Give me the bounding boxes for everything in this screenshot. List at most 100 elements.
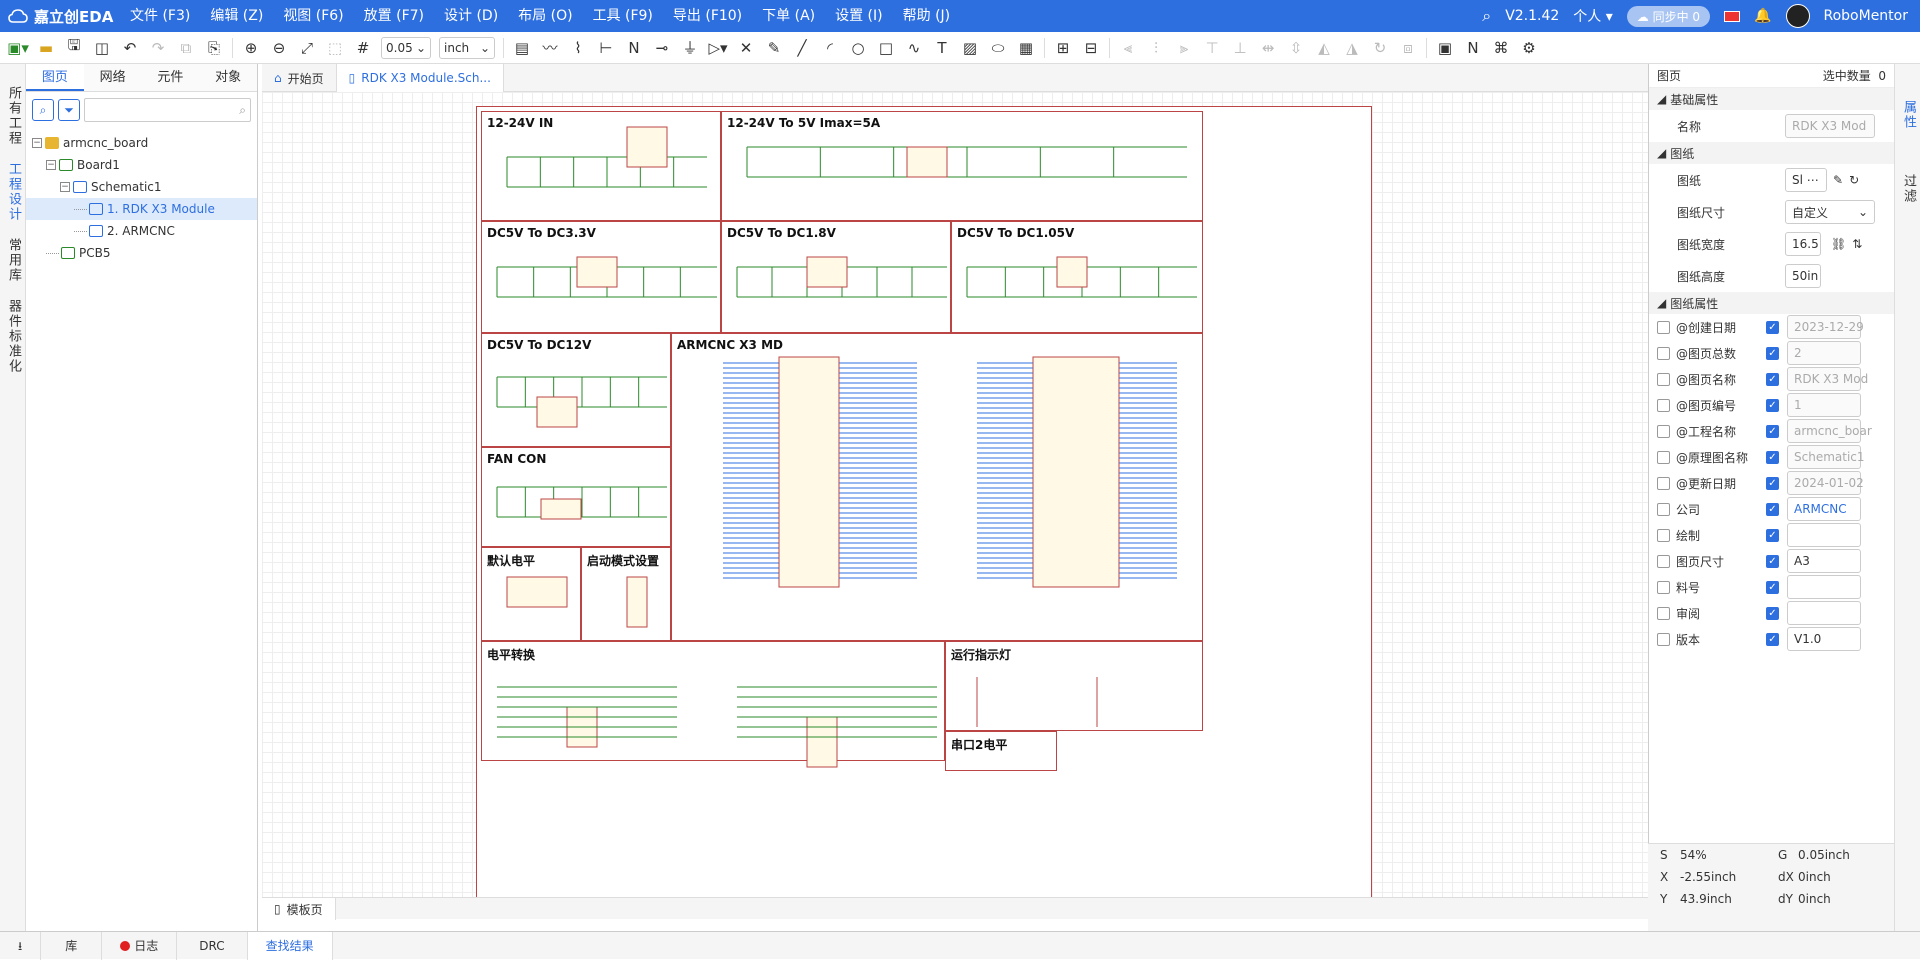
bus-icon[interactable]: ⌇	[574, 38, 582, 57]
search-icon[interactable]: ⌕	[1482, 6, 1492, 25]
link-icon[interactable]: ⛓	[1831, 237, 1847, 251]
show-checkbox[interactable]	[1657, 528, 1670, 542]
power-icon[interactable]: ⏚	[682, 39, 698, 57]
section-paper-props[interactable]: ◢图纸属性	[1649, 292, 1894, 314]
pin-icon[interactable]: ⭳	[0, 931, 42, 960]
tab-components[interactable]: 元件	[157, 70, 184, 85]
align-top-icon[interactable]: ⊤	[1205, 38, 1219, 57]
show-checkbox[interactable]	[1657, 372, 1670, 386]
visible-checkbox[interactable]: ✓	[1766, 346, 1779, 360]
menu-item-5[interactable]: 布局 (O)	[518, 8, 573, 24]
prop-value-field[interactable]: RDK X3 Mod	[1787, 367, 1868, 391]
menu-item-7[interactable]: 导出 (F10)	[672, 8, 743, 24]
component-icon[interactable]: ▤	[514, 38, 530, 57]
net-label-icon[interactable]: N	[628, 38, 640, 57]
align-middle-icon[interactable]: ⊥	[1233, 38, 1247, 57]
prop-value-field[interactable]: armcnc_boar	[1787, 419, 1872, 443]
chip-icon[interactable]: ⌘	[1493, 38, 1509, 57]
save-icon[interactable]: 🖫	[67, 36, 81, 54]
bezier-icon[interactable]: ∿	[907, 38, 921, 57]
prop-value-field[interactable]: 2024-01-02	[1787, 471, 1864, 495]
user-name[interactable]: RoboMentor	[1823, 8, 1909, 24]
show-checkbox[interactable]	[1657, 320, 1670, 334]
open-folder-icon[interactable]: ▬	[38, 38, 54, 57]
account-type-dropdown[interactable]: 个人 ▾	[1573, 9, 1613, 25]
tab-start-page[interactable]: ⌂开始页	[262, 64, 337, 92]
copy-format-icon[interactable]: ⧉	[180, 38, 192, 57]
visible-checkbox[interactable]: ✓	[1766, 450, 1779, 464]
tab-template-page[interactable]: ▯模板页	[262, 898, 336, 920]
prop-value-field[interactable]: V1.0	[1787, 627, 1861, 651]
rotate-icon[interactable]: ↻	[1373, 38, 1387, 57]
tab-all-projects[interactable]: 所有工程	[6, 86, 21, 146]
show-checkbox[interactable]	[1657, 606, 1670, 620]
flag-icon[interactable]	[1724, 10, 1741, 22]
bus-entry-icon[interactable]: ⊢	[599, 38, 613, 57]
show-checkbox[interactable]	[1657, 424, 1670, 438]
tree-item[interactable]: 2. ARMCNC	[26, 220, 257, 242]
prop-value-field[interactable]: A3	[1787, 549, 1861, 573]
schematic-canvas[interactable]: 12-24V IN 12-24V To 5V Imax=5A DC5V To D…	[262, 92, 1648, 906]
app-menu-icon[interactable]: ▣▾	[7, 38, 29, 57]
bring-front-icon[interactable]: ⧈	[1403, 38, 1413, 57]
collapse-icon[interactable]: −	[60, 182, 70, 192]
visible-checkbox[interactable]: ✓	[1766, 476, 1779, 490]
grid-icon[interactable]: #	[356, 38, 370, 57]
tab-objects[interactable]: 对象	[215, 70, 242, 85]
paper-size-select[interactable]: 自定义⌄	[1785, 200, 1875, 224]
visible-checkbox[interactable]: ✓	[1766, 398, 1779, 412]
show-checkbox[interactable]	[1657, 346, 1670, 360]
tree-item[interactable]: −Schematic1	[26, 176, 257, 198]
settings-gear-icon[interactable]: ⚙	[1522, 38, 1536, 57]
circle-icon[interactable]: ○	[851, 38, 865, 57]
tab-pages[interactable]: 图页	[26, 64, 84, 91]
tree-item[interactable]: −Board1	[26, 154, 257, 176]
prop-value-field[interactable]	[1787, 601, 1861, 625]
menu-item-9[interactable]: 设置 (I)	[835, 8, 883, 24]
visible-checkbox[interactable]: ✓	[1766, 528, 1779, 542]
notification-bell-icon[interactable]: 🔔	[1754, 8, 1772, 24]
menu-item-8[interactable]: 下单 (A)	[762, 8, 816, 24]
net-port-icon[interactable]: ▷▾	[708, 38, 728, 57]
text-icon[interactable]: T	[937, 38, 947, 57]
paper-width-field[interactable]: 16.5	[1785, 232, 1821, 256]
find-icon[interactable]: ⎘	[207, 38, 220, 57]
visible-checkbox[interactable]: ✓	[1766, 632, 1779, 646]
refresh-icon[interactable]: ↻	[1849, 173, 1860, 187]
visible-checkbox[interactable]: ✓	[1766, 554, 1779, 568]
menu-item-0[interactable]: 文件 (F3)	[130, 8, 191, 24]
show-checkbox[interactable]	[1657, 502, 1670, 516]
show-checkbox[interactable]	[1657, 632, 1670, 646]
tree-item[interactable]: −armcnc_board	[26, 132, 257, 154]
distribute-h-icon[interactable]: ⇹	[1261, 38, 1275, 57]
flip-h-icon[interactable]: ◭	[1318, 38, 1330, 57]
ellipse-icon[interactable]: ⬭	[991, 38, 1005, 57]
rectangle-icon[interactable]: □	[878, 38, 894, 57]
collapse-icon[interactable]: −	[46, 160, 56, 170]
filter-icon[interactable]: ⏷	[58, 99, 80, 121]
visible-checkbox[interactable]: ✓	[1766, 580, 1779, 594]
menu-item-10[interactable]: 帮助 (J)	[902, 8, 951, 24]
tab-properties[interactable]: 属性	[1901, 100, 1916, 130]
tab-device-standard[interactable]: 器件标准化	[6, 299, 21, 374]
show-checkbox[interactable]	[1657, 398, 1670, 412]
tab-library[interactable]: 库	[41, 931, 103, 960]
collapse-icon[interactable]: −	[32, 138, 42, 148]
menu-item-2[interactable]: 视图 (F6)	[283, 8, 344, 24]
show-checkbox[interactable]	[1657, 476, 1670, 490]
align-left-icon[interactable]: ⫷	[1123, 38, 1133, 57]
tree-search-input[interactable]: ⌕	[84, 98, 251, 122]
show-checkbox[interactable]	[1657, 450, 1670, 464]
prop-value-field[interactable]: 2023-12-29	[1787, 315, 1864, 339]
net-flag-icon[interactable]: ⊸	[655, 38, 669, 57]
paper-height-field[interactable]: 50in	[1785, 264, 1821, 288]
arc-icon[interactable]: ◜	[827, 38, 833, 57]
visible-checkbox[interactable]: ✓	[1766, 320, 1779, 334]
visible-checkbox[interactable]: ✓	[1766, 606, 1779, 620]
undo-icon[interactable]: ↶	[123, 38, 137, 57]
prop-value-field[interactable]	[1787, 575, 1861, 599]
menu-item-6[interactable]: 工具 (F9)	[592, 8, 653, 24]
netlist-icon[interactable]: N	[1467, 38, 1479, 57]
visible-checkbox[interactable]: ✓	[1766, 502, 1779, 516]
section-basic[interactable]: ◢基础属性	[1649, 88, 1894, 110]
